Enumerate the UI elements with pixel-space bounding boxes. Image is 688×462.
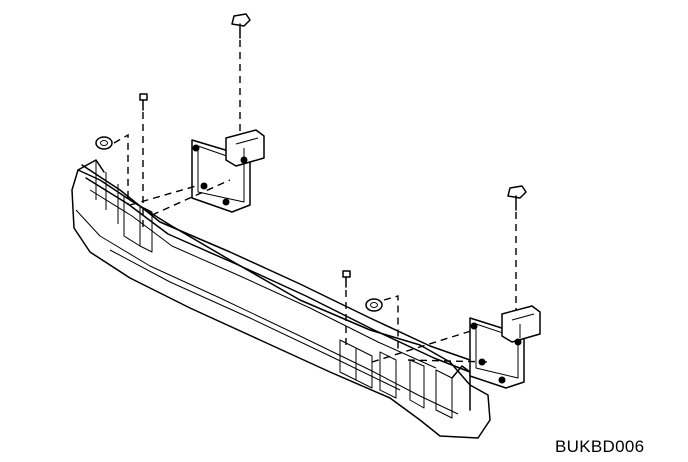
pin-icon [139,93,148,111]
bolt-icon [231,13,251,39]
figure-code: BUKBD006 [555,437,645,456]
bracket-hole-marker [240,156,248,164]
bracket-hole-marker [498,376,506,384]
bracket-hole-marker [222,198,230,206]
bracket-hole-marker [200,182,208,190]
bolt-icon [507,185,527,211]
assembly-guide-lines [113,40,517,363]
bracket-hole-marker [514,338,522,346]
right-mounting-bracket [469,305,541,389]
bracket-hole-marker [192,144,200,152]
bumper-reinforcement-beam [71,159,491,439]
pin-icon [342,270,351,288]
bracket-hole-marker [470,322,478,330]
left-mounting-bracket [191,129,265,213]
nut-icon [365,298,383,312]
nut-icon [95,136,113,150]
